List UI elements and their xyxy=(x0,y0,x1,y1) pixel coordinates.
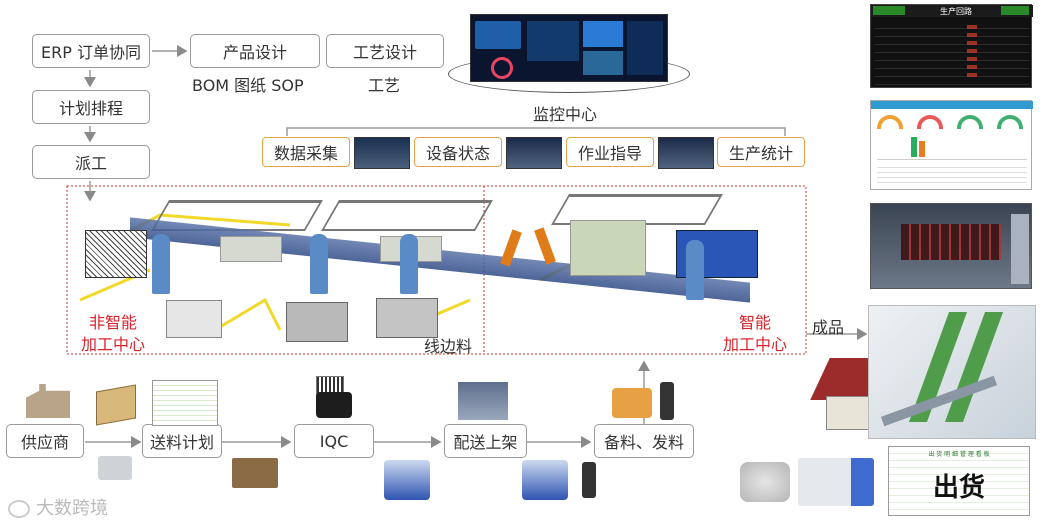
smart-line1: 智能 xyxy=(738,313,771,332)
parts-tray-icon xyxy=(612,388,652,418)
delivery-truck-icon xyxy=(798,458,874,506)
monitor-item-equipment-status: 设备状态 xyxy=(414,137,502,167)
shelf-box: 配送上架 xyxy=(444,424,527,458)
watermark-text: 大数跨境 xyxy=(36,498,108,519)
non-smart-line1: 非智能 xyxy=(88,313,137,332)
schedule-label: 计划排程 xyxy=(58,99,123,118)
shelf-label: 配送上架 xyxy=(453,433,518,452)
smart-center-label: 智能 加工中心 xyxy=(712,312,798,356)
scanner-icon-1 xyxy=(582,462,596,498)
monitor-item-label: 作业指导 xyxy=(577,144,642,163)
erp-order-box: ERP 订单协同 xyxy=(32,34,150,68)
product-design-sub: BOM 图纸 SOP xyxy=(192,76,304,95)
tablet-icon xyxy=(316,392,352,418)
agv-cart-icon-2 xyxy=(522,460,568,500)
control-room-photo xyxy=(870,203,1032,289)
line-side-material-label: 线边料 xyxy=(424,337,473,356)
warehouse-photo xyxy=(458,382,508,420)
smart-line2: 加工中心 xyxy=(722,335,787,354)
product-design-box: 产品设计 xyxy=(190,34,320,68)
shipping-sheet-title: 出 货 明 细 管 理 看 板 xyxy=(928,451,990,458)
agv-cart-icon-1 xyxy=(384,460,430,500)
delivery-plan-label: 送料计划 xyxy=(149,433,214,452)
work-guidance-photo xyxy=(658,137,714,169)
iqc-label: IQC xyxy=(319,431,349,451)
dispatch-label: 派工 xyxy=(74,154,107,173)
process-design-label: 工艺设计 xyxy=(352,43,417,62)
dashboard-gauges xyxy=(870,100,1033,190)
supplier-box: 供应商 xyxy=(6,424,84,458)
schedule-box: 计划排程 xyxy=(32,90,150,124)
dispatch-box: 派工 xyxy=(32,145,150,179)
watermark-logo-icon xyxy=(8,500,30,518)
shipping-label: 出货 xyxy=(932,473,985,503)
handshake-icon xyxy=(740,462,790,502)
process-design-box: 工艺设计 xyxy=(326,34,444,68)
logistics-3d-view xyxy=(868,305,1036,439)
data-collection-photo xyxy=(354,137,410,169)
equipment-status-photo xyxy=(506,137,562,169)
erp-order-label: ERP 订单协同 xyxy=(41,43,141,62)
non-smart-line2: 加工中心 xyxy=(80,335,145,354)
material-prep-label: 备料、发料 xyxy=(603,433,684,452)
supplier-label: 供应商 xyxy=(20,433,69,452)
monitor-item-production-stats: 生产统计 xyxy=(717,137,805,167)
dashboard-title: 生产回路 xyxy=(940,7,972,16)
monitor-item-label: 数据采集 xyxy=(273,144,338,163)
scanner-icon-2 xyxy=(660,382,674,420)
watermark: 大数跨境 xyxy=(8,494,108,520)
non-smart-center-label: 非智能 加工中心 xyxy=(70,312,156,356)
delivery-plan-box: 送料计划 xyxy=(142,424,222,458)
spreadsheet-icon xyxy=(152,380,218,426)
product-design-label: 产品设计 xyxy=(222,43,287,62)
process-design-sub: 工艺 xyxy=(368,76,401,95)
material-prep-box: 备料、发料 xyxy=(594,424,694,458)
monitor-item-work-guidance: 作业指导 xyxy=(566,137,654,167)
truck-icon xyxy=(232,458,278,488)
monitor-wall-screen xyxy=(470,14,668,82)
monitor-item-data-collection: 数据采集 xyxy=(262,137,350,167)
production-floor-illustration xyxy=(70,190,804,352)
finished-goods-label: 成品 xyxy=(812,318,845,337)
iqc-box: IQC xyxy=(294,424,374,458)
monitor-item-label: 生产统计 xyxy=(728,144,793,163)
printer-icon xyxy=(98,456,132,480)
monitor-center-title: 监控中心 xyxy=(533,105,598,124)
dashboard-production-table: 生产回路 xyxy=(870,4,1033,88)
box-icon xyxy=(96,384,136,426)
shipping-sheet: 出 货 明 细 管 理 看 板 出货 xyxy=(888,446,1030,516)
monitor-item-label: 设备状态 xyxy=(425,144,490,163)
